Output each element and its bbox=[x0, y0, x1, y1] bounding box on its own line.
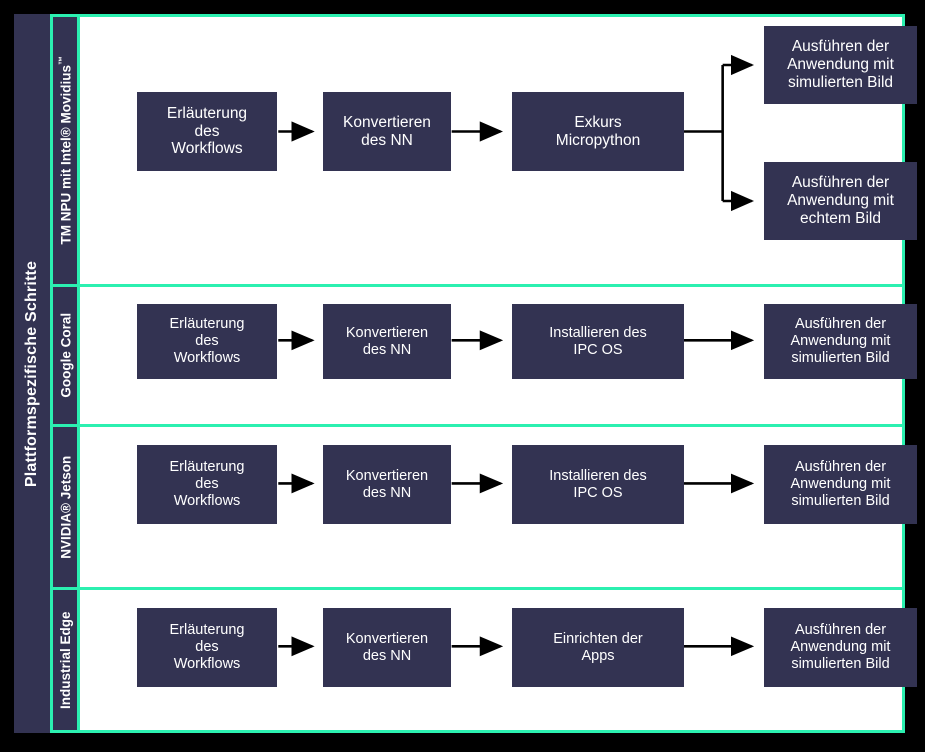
diagram-table: TM NPU mit Intel® Movidius™ Er bbox=[50, 14, 917, 733]
row-label-movidius-text: TM NPU mit Intel® Movidius™ bbox=[56, 56, 74, 245]
group-label-platform-specific-steps: Plattformspezifische Schritte bbox=[14, 14, 50, 733]
table-row-google-coral: Google Coral Erläuterung des Workflows K… bbox=[53, 284, 917, 424]
node-erlaeuterung-des-workflows[interactable]: Erläuterung des Workflows bbox=[137, 608, 277, 687]
node-label: Ausführen der Anwendung mit simulierten … bbox=[790, 316, 891, 366]
node-installieren-des-ipc-os[interactable]: Installieren des IPC OS bbox=[512, 304, 684, 379]
flow-movidius: Erläuterung des Workflows Konvertieren d… bbox=[80, 17, 917, 284]
node-label: Erläuterung des Workflows bbox=[166, 104, 248, 158]
node-konvertieren-des-nn[interactable]: Konvertieren des NN bbox=[323, 92, 451, 171]
row-label-google-coral: Google Coral bbox=[53, 287, 80, 424]
row-label-nvidia-jetson: NVIDIA® Jetson bbox=[53, 427, 80, 587]
node-ausfuehren-simuliertes-bild[interactable]: Ausführen der Anwendung mit simulierten … bbox=[764, 304, 917, 379]
node-label: Erläuterung des Workflows bbox=[169, 316, 245, 366]
node-installieren-des-ipc-os[interactable]: Installieren des IPC OS bbox=[512, 445, 684, 524]
row-label-google-coral-text: Google Coral bbox=[58, 313, 74, 398]
row-label-movidius: TM NPU mit Intel® Movidius™ bbox=[53, 17, 80, 284]
node-label: Einrichten der Apps bbox=[553, 630, 643, 664]
node-einrichten-der-apps[interactable]: Einrichten der Apps bbox=[512, 608, 684, 687]
row-label-industrial-edge: Industrial Edge bbox=[53, 590, 80, 730]
table-row-nvidia-jetson: NVIDIA® Jetson Erläuterung des Workflows… bbox=[53, 424, 917, 587]
node-konvertieren-des-nn[interactable]: Konvertieren des NN bbox=[323, 304, 451, 379]
node-label: Konvertieren des NN bbox=[345, 324, 429, 358]
node-erlaeuterung-des-workflows[interactable]: Erläuterung des Workflows bbox=[137, 304, 277, 379]
row-label-industrial-edge-text: Industrial Edge bbox=[58, 611, 74, 709]
node-label: Ausführen der Anwendung mit simulierten … bbox=[790, 622, 891, 672]
node-label: Erläuterung des Workflows bbox=[169, 459, 245, 509]
node-label: Installieren des IPC OS bbox=[549, 324, 647, 358]
node-label: Konvertieren des NN bbox=[343, 113, 431, 149]
node-konvertieren-des-nn[interactable]: Konvertieren des NN bbox=[323, 608, 451, 687]
node-ausfuehren-echtes-bild[interactable]: Ausführen der Anwendung mit echtem Bild bbox=[764, 162, 917, 240]
flow-google-coral: Erläuterung des Workflows Konvertieren d… bbox=[80, 287, 917, 424]
node-label: Exkurs Micropython bbox=[555, 113, 641, 149]
node-ausfuehren-simuliertes-bild[interactable]: Ausführen der Anwendung mit simulierten … bbox=[764, 26, 917, 104]
node-label: Ausführen der Anwendung mit simulierten … bbox=[787, 38, 894, 91]
row-label-nvidia-jetson-text: NVIDIA® Jetson bbox=[58, 455, 74, 559]
flow-nvidia-jetson: Erläuterung des Workflows Konvertieren d… bbox=[80, 427, 917, 587]
node-exkurs-micropython[interactable]: Exkurs Micropython bbox=[512, 92, 684, 171]
group-label-text: Plattformspezifische Schritte bbox=[23, 260, 40, 487]
node-erlaeuterung-des-workflows[interactable]: Erläuterung des Workflows bbox=[137, 92, 277, 171]
node-konvertieren-des-nn[interactable]: Konvertieren des NN bbox=[323, 445, 451, 524]
node-ausfuehren-simuliertes-bild[interactable]: Ausführen der Anwendung mit simulierten … bbox=[764, 608, 917, 687]
flow-industrial-edge: Erläuterung des Workflows Konvertieren d… bbox=[80, 590, 917, 730]
node-label: Ausführen der Anwendung mit simulierten … bbox=[790, 459, 891, 509]
table-row-movidius: TM NPU mit Intel® Movidius™ Er bbox=[53, 17, 917, 284]
node-ausfuehren-simuliertes-bild[interactable]: Ausführen der Anwendung mit simulierten … bbox=[764, 445, 917, 524]
node-erlaeuterung-des-workflows[interactable]: Erläuterung des Workflows bbox=[137, 445, 277, 524]
node-label: Installieren des IPC OS bbox=[549, 467, 647, 501]
node-label: Konvertieren des NN bbox=[345, 630, 429, 664]
node-label: Konvertieren des NN bbox=[345, 467, 429, 501]
node-label: Ausführen der Anwendung mit echtem Bild bbox=[787, 174, 894, 227]
node-label: Erläuterung des Workflows bbox=[169, 622, 245, 672]
table-row-industrial-edge: Industrial Edge Erläuterung des Workflow… bbox=[53, 587, 917, 730]
